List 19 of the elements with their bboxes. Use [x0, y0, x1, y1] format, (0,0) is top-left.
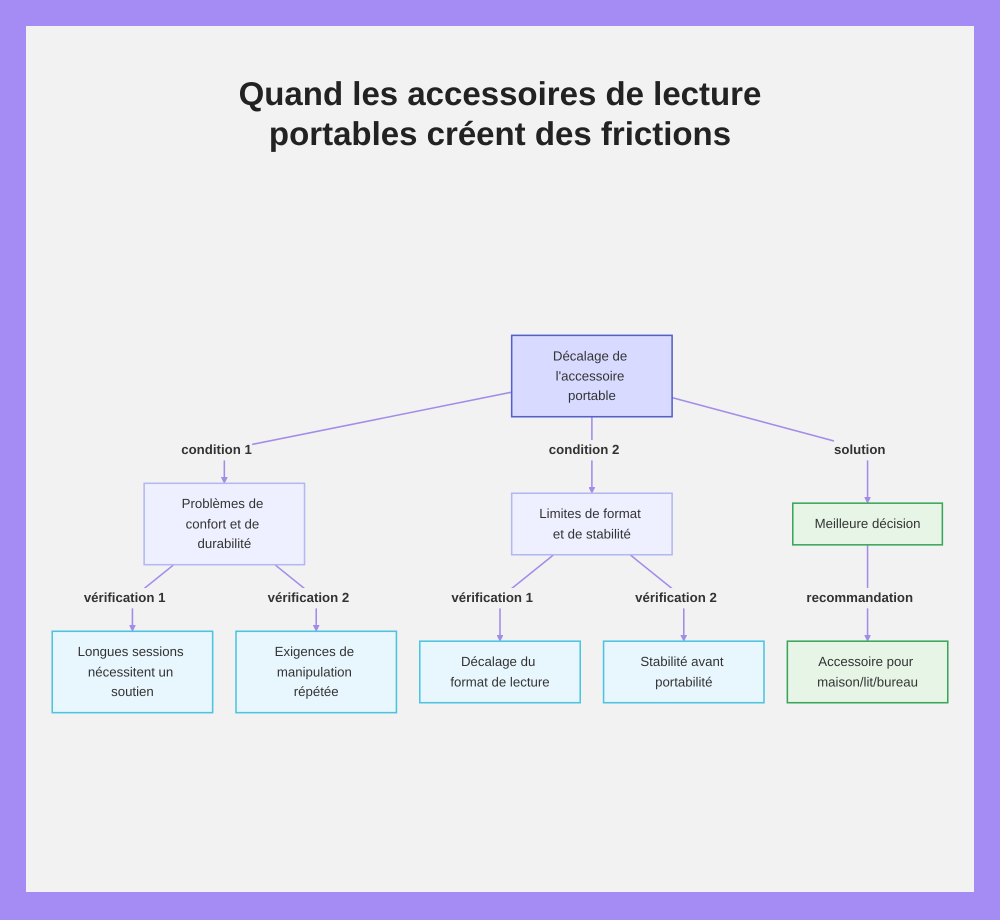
diagram-title: Quand les accessoires de lecture portables créent des frictions: [238, 74, 762, 154]
edge-label: recommandation: [806, 590, 914, 606]
node-box: Limites de format et de stabilité: [510, 492, 673, 556]
node-box: Longues sessions nécessitent un soutien: [51, 630, 214, 714]
edge-label: condition 2: [548, 442, 620, 458]
node-box: Meilleure décision: [792, 502, 944, 546]
arrow: [220, 391, 512, 484]
node-box: Décalage de l'accessoire portable: [510, 334, 673, 418]
edge-label: solution: [834, 442, 886, 458]
edge-label: vérification 2: [635, 590, 717, 606]
node-box: Exigences de manipulation répétée: [235, 630, 398, 714]
edge-label: condition 1: [181, 442, 252, 458]
node-box: Stabilité avant portabilité: [602, 640, 765, 704]
edge-label: vérification 1: [451, 590, 534, 606]
node-box: Décalage du format de lecture: [419, 640, 581, 704]
node-box: Problèmes de confort et de durabilité: [143, 482, 306, 566]
node-box: Accessoire pour maison/lit/bureau: [786, 640, 949, 704]
edge-label: vérification 2: [268, 590, 350, 606]
edge-label: vérification 1: [84, 590, 166, 606]
